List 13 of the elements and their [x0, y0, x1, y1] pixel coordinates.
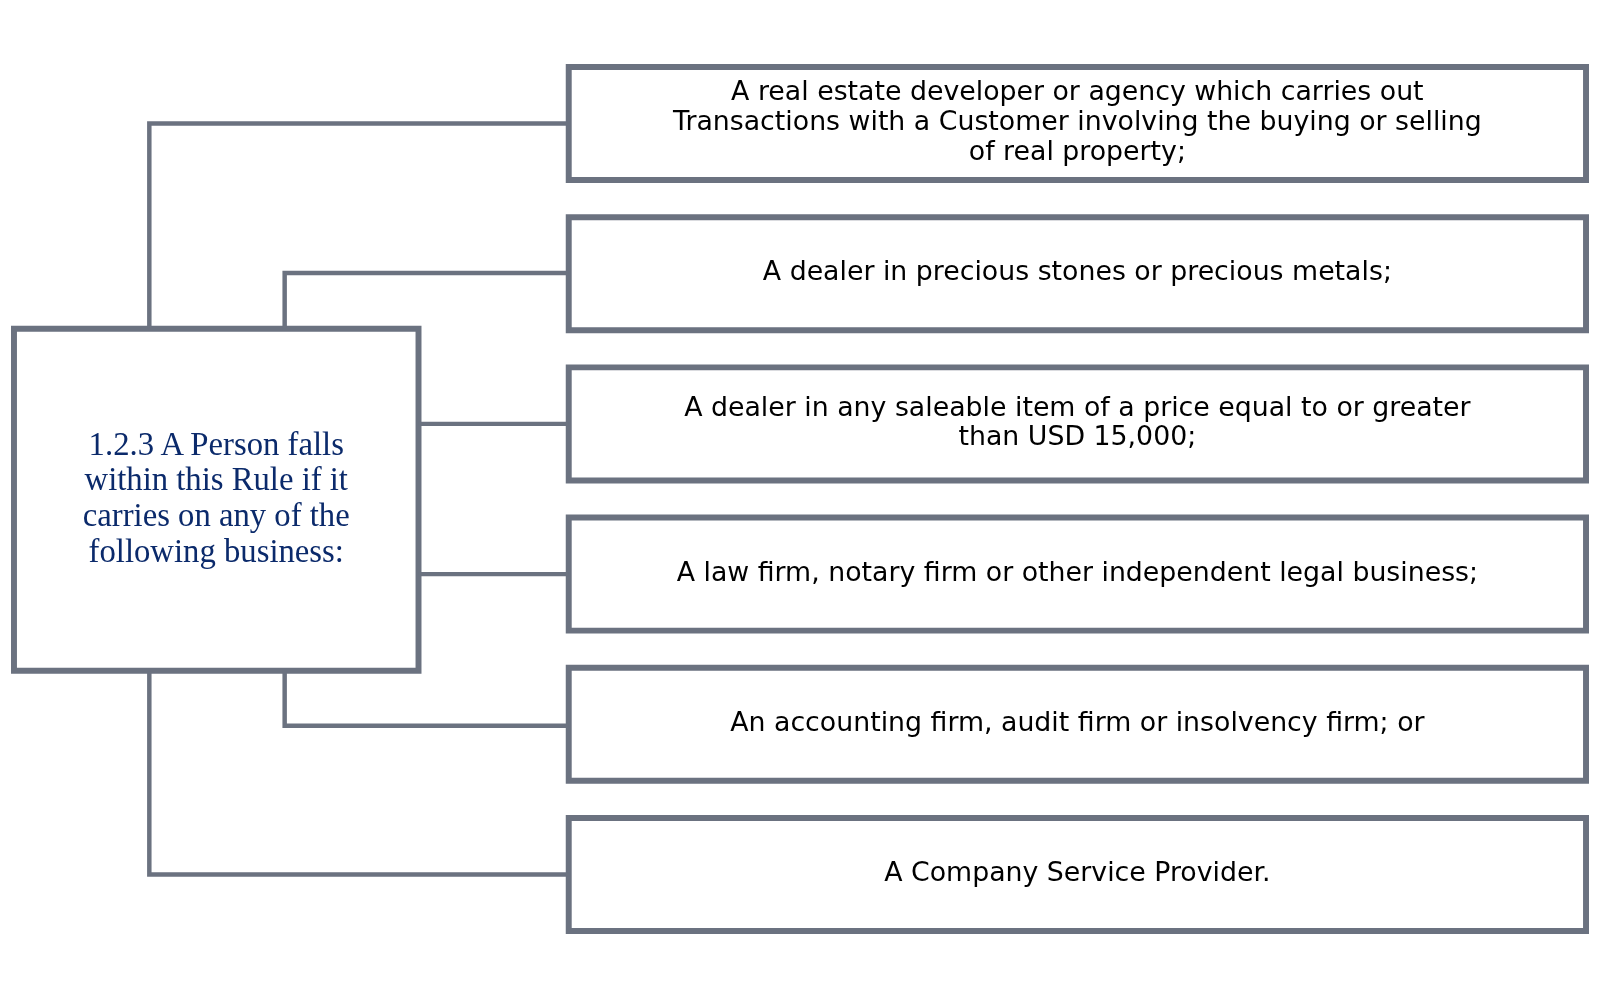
connector	[147, 670, 569, 877]
node-box: An accounting firm, audit firm or insolvency firm; or	[565, 664, 1589, 784]
connector	[418, 421, 569, 426]
connector	[282, 270, 569, 328]
connector	[282, 670, 569, 728]
node-box: 1.2.3 A Person falls within this Rule if it carries on any of the following business:	[11, 325, 422, 674]
node-box: A dealer in precious stones or precious metals;	[565, 213, 1589, 333]
connector	[147, 120, 569, 329]
connector	[418, 571, 569, 576]
node-box: A dealer in any saleable item of a price equal to or greater than USD 15,000;	[565, 363, 1589, 483]
node-box: A law firm, notary firm or other independent legal business;	[565, 514, 1589, 634]
node-box: A real estate developer or agency which carries out Transactions with a Customer involving the buying or selling of real property;	[565, 63, 1589, 183]
node-box: A Company Service Provider.	[565, 814, 1589, 934]
